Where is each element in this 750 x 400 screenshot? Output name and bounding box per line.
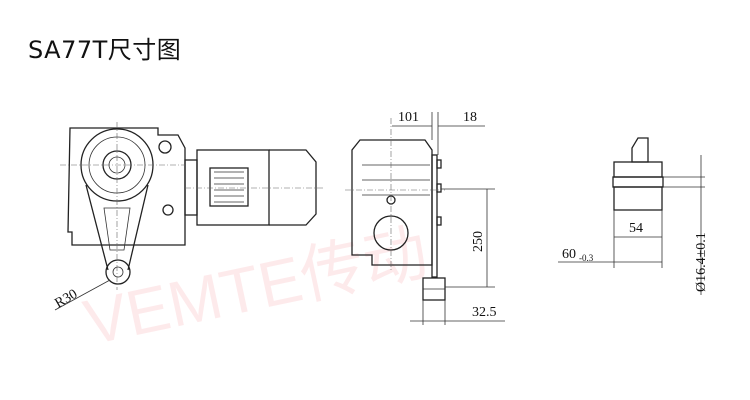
motor-fan-cover [269, 149, 317, 226]
gearbox-housing [67, 127, 186, 246]
drain-plug [162, 204, 174, 216]
torque-arm-eye [105, 259, 131, 285]
torque-arm-cutout [103, 207, 131, 251]
bushing-shank [631, 137, 649, 163]
dim-101: 101 [398, 110, 419, 125]
dim-54: 54 [629, 221, 643, 236]
dim-250: 250 [471, 231, 486, 252]
watermark-text: VEMTE传动 [78, 216, 434, 359]
torque-plate [431, 154, 438, 278]
bushing-bore [612, 176, 664, 188]
torque-arm [85, 184, 149, 271]
dim-32-5: 32.5 [472, 305, 497, 320]
bushing-section: Ø16.4±0.1 54 60 -0.3 [558, 137, 709, 295]
end-view: 101 18 250 32.5 [345, 110, 505, 325]
end-view-housing [351, 139, 433, 266]
dim-60-tolerance: -0.3 [579, 253, 594, 263]
dim-diameter: Ø16.4±0.1 [694, 232, 709, 292]
page-title: SA77T尺寸图 [28, 36, 182, 64]
watermark: VEMTE传动 [78, 216, 434, 359]
motor-adapter [184, 159, 198, 216]
dim-60: 60 [562, 247, 576, 262]
dim-18: 18 [463, 110, 477, 125]
motor-body [196, 149, 270, 226]
terminal-box [209, 167, 249, 207]
vent-plug [158, 140, 172, 154]
r30-leader [54, 279, 111, 311]
radius-label: R30 [53, 287, 81, 312]
